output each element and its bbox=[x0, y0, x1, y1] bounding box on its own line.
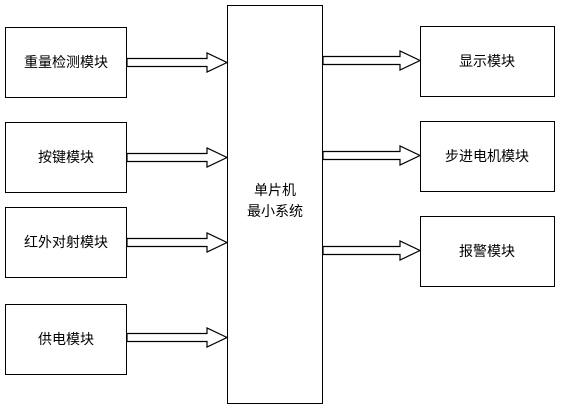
arrow-weight-to-mcu bbox=[126, 52, 229, 73]
arrow-keypad-to-mcu bbox=[126, 147, 229, 168]
stepper-motor-label: 步进电机模块 bbox=[445, 149, 529, 165]
mcu-label-line2: 最小系统 bbox=[247, 204, 303, 220]
arrow-power-to-mcu bbox=[126, 327, 229, 348]
power-supply-label: 供电模块 bbox=[38, 332, 94, 348]
alarm-module: 报警模块 bbox=[420, 216, 555, 287]
arrow-mcu-to-alarm bbox=[322, 240, 422, 261]
power-supply-module: 供电模块 bbox=[5, 304, 127, 375]
arrow-mcu-to-display bbox=[322, 50, 422, 71]
weight-detection-label: 重量检测模块 bbox=[24, 55, 108, 71]
alarm-label: 报警模块 bbox=[459, 244, 515, 260]
display-module: 显示模块 bbox=[420, 26, 555, 97]
weight-detection-module: 重量检测模块 bbox=[5, 27, 127, 98]
mcu-minimum-system: 单片机 最小系统 bbox=[227, 5, 323, 404]
mcu-label-line1: 单片机 bbox=[254, 183, 296, 199]
arrow-mcu-to-stepper bbox=[322, 145, 422, 166]
stepper-motor-module: 步进电机模块 bbox=[420, 121, 555, 192]
keypad-module: 按键模块 bbox=[5, 122, 127, 193]
keypad-label: 按键模块 bbox=[38, 150, 94, 166]
arrow-infrared-to-mcu bbox=[126, 232, 229, 253]
display-label: 显示模块 bbox=[459, 54, 515, 70]
infrared-module: 红外对射模块 bbox=[5, 207, 127, 278]
infrared-label: 红外对射模块 bbox=[24, 235, 108, 251]
